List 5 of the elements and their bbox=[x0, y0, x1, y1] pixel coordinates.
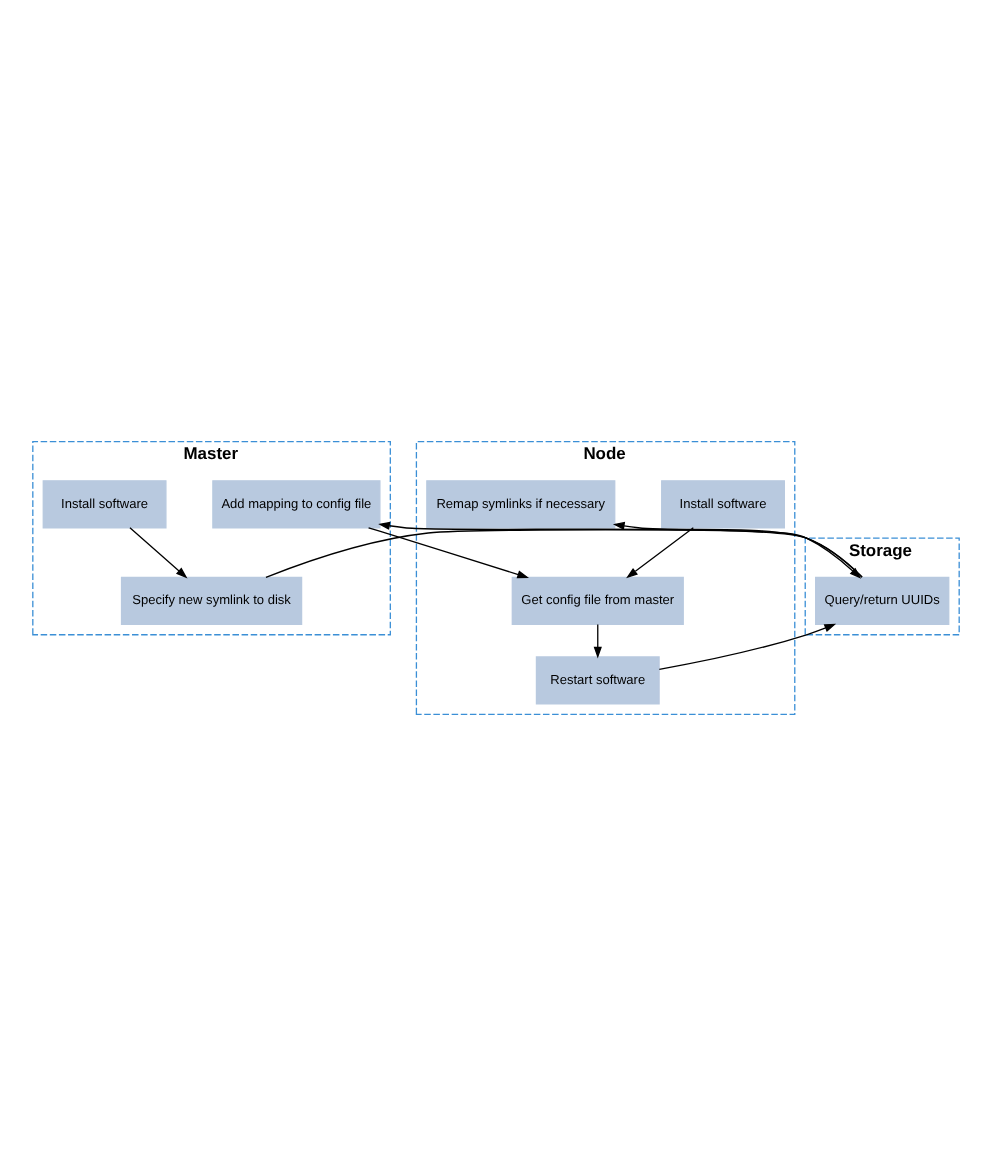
arrow bbox=[626, 527, 694, 579]
arrow bbox=[367, 527, 529, 579]
arrow bbox=[658, 623, 837, 670]
arrow bbox=[593, 623, 602, 659]
arrow bbox=[129, 527, 188, 579]
